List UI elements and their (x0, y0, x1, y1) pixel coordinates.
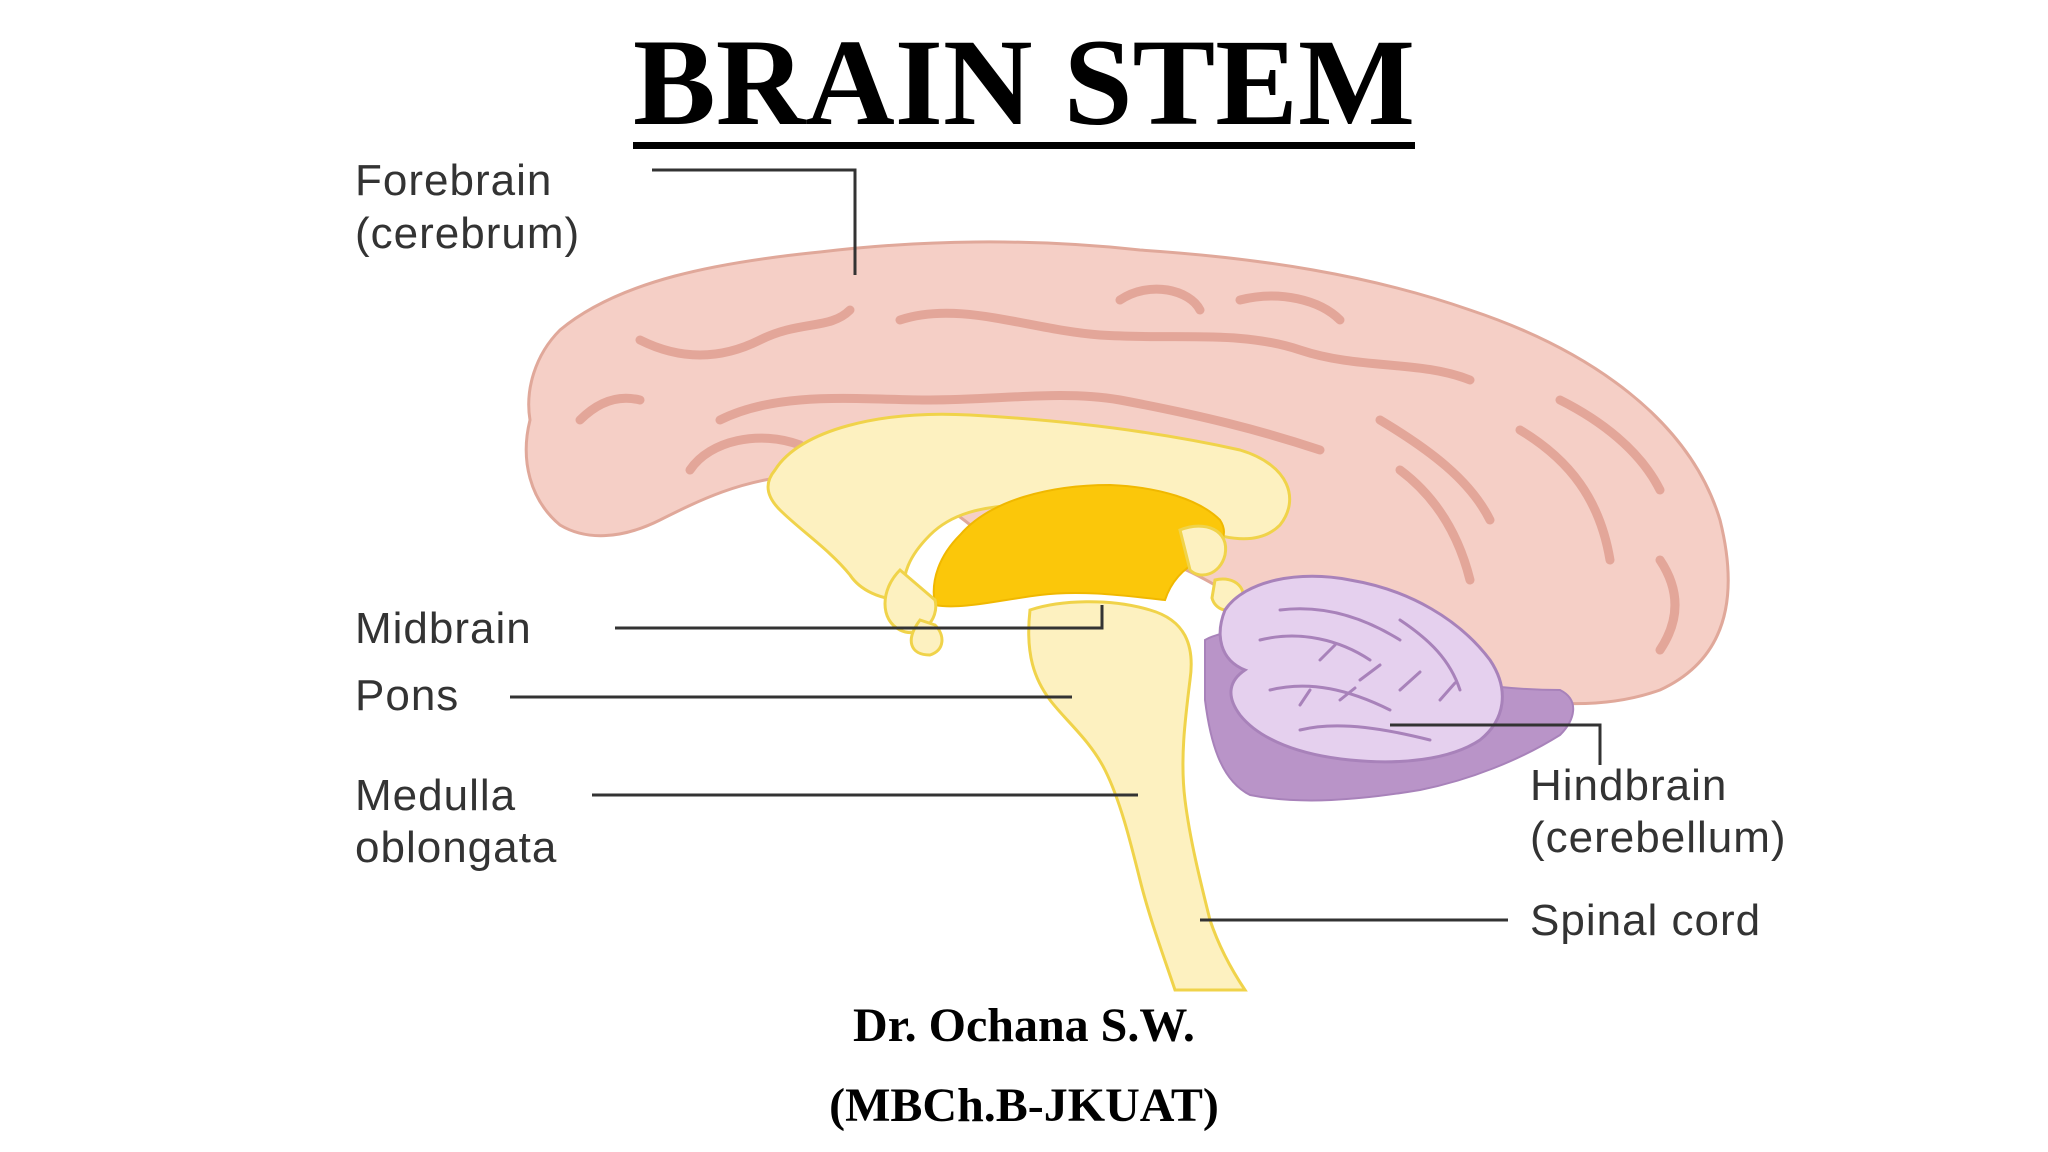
midbrain-label: Midbrain (355, 604, 532, 653)
oblongata-label: oblongata (355, 823, 557, 872)
hindbrain-leader-line (1390, 723, 1602, 765)
forebrain-leader-line (652, 168, 857, 275)
hindbrain-label: Hindbrain (1530, 761, 1727, 810)
forebrain-label: Forebrain (355, 156, 552, 205)
midbrain-shape (932, 483, 1225, 608)
spinal-cord-label: Spinal cord (1530, 896, 1761, 945)
cerebellum-label: (cerebellum) (1530, 813, 1787, 862)
midbrain-leader-line (615, 605, 1104, 630)
author-name: Dr. Ochana S.W. (853, 999, 1195, 1052)
cerebrum-label: (cerebrum) (355, 209, 580, 258)
medulla-label: Medulla (355, 771, 516, 820)
cerebellum-light-shape (1218, 574, 1504, 764)
cerebellum-folia (1258, 607, 1462, 742)
slide-title-text: BRAIN STEM (632, 14, 1416, 151)
pons-label: Pons (355, 671, 459, 720)
cerebrum-folds (575, 284, 1680, 655)
slide-title: BRAIN STEM (0, 18, 2048, 149)
leader-lines (510, 168, 1602, 922)
author-degree: (MBCh.B-JKUAT) (829, 1079, 1219, 1132)
